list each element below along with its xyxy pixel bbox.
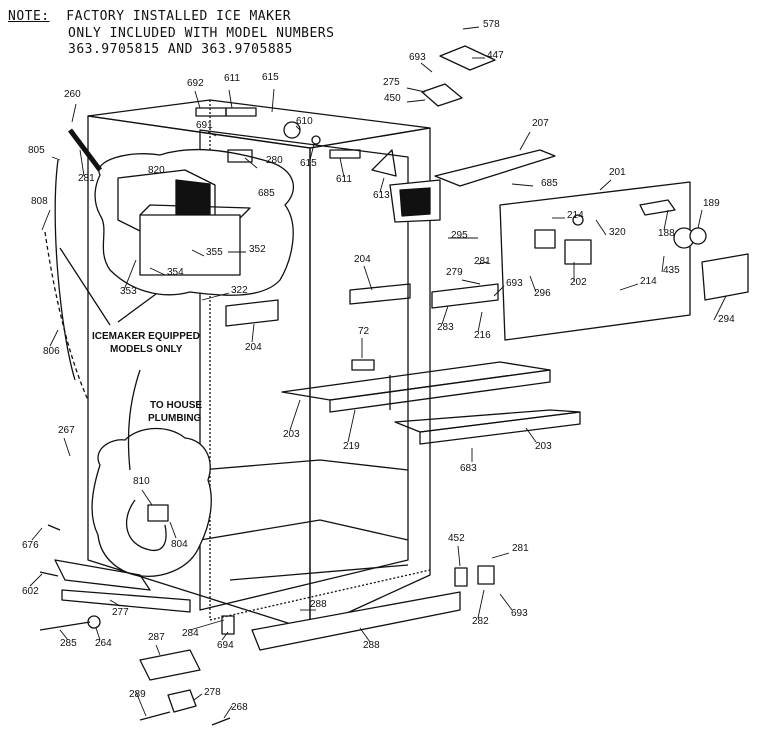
part-number-189: 189 <box>703 198 720 209</box>
shelf-rails <box>225 283 581 445</box>
leader-lines <box>29 26 727 719</box>
part-number-277: 277 <box>112 607 129 618</box>
part-number-202: 202 <box>570 277 587 288</box>
part-number-611-mid: 611 <box>336 174 352 185</box>
part-number-283: 283 <box>437 322 454 333</box>
part-number-676: 676 <box>22 540 39 551</box>
part-number-216: 216 <box>474 330 491 341</box>
part-number-280: 280 <box>266 155 283 166</box>
part-number-201: 201 <box>609 167 626 178</box>
part-number-214-bot: 214 <box>640 276 657 287</box>
factory-note: NOTE: FACTORY INSTALLED ICE MAKER <box>8 9 291 25</box>
part-number-692: 692 <box>187 78 204 89</box>
part-number-267: 267 <box>58 425 75 436</box>
part-number-284: 284 <box>182 628 199 639</box>
part-number-447: 447 <box>487 50 504 61</box>
part-number-labels: 578 447 693 275 450 692 611 615 260 691 610 615 207 8… <box>22 19 735 713</box>
bottom-parts <box>39 524 495 726</box>
part-number-810: 810 <box>133 476 150 487</box>
part-number-320: 320 <box>609 227 626 238</box>
part-number-615-mid: 615 <box>300 158 317 169</box>
icemaker-unit <box>117 169 251 276</box>
part-number-278: 278 <box>204 687 221 698</box>
part-number-204-left: 204 <box>245 342 262 353</box>
part-number-204-right: 204 <box>354 254 371 265</box>
part-number-285: 285 <box>60 638 77 649</box>
part-number-281-bot: 281 <box>512 543 529 554</box>
part-number-694: 694 <box>217 640 234 651</box>
part-number-260: 260 <box>64 89 81 100</box>
tubes <box>44 128 102 401</box>
part-number-289: 289 <box>129 689 146 700</box>
part-number-288-bot: 288 <box>363 640 380 651</box>
part-number-613: 613 <box>373 190 390 201</box>
part-number-72: 72 <box>358 326 370 337</box>
part-number-287: 287 <box>148 632 165 643</box>
part-number-806: 806 <box>43 346 60 357</box>
plumbing-callout: TO HOUSE PLUMBING <box>148 400 202 424</box>
part-number-610: 610 <box>296 116 313 127</box>
note-line-2: ONLY INCLUDED WITH MODEL NUMBERS <box>68 26 335 41</box>
part-number-352: 352 <box>249 244 266 255</box>
part-number-615-top: 615 <box>262 72 279 83</box>
part-number-691: 691 <box>196 120 213 131</box>
part-number-578: 578 <box>483 19 500 30</box>
part-number-322: 322 <box>231 285 248 296</box>
part-number-683: 683 <box>460 463 477 474</box>
damper-assembly <box>389 149 749 341</box>
callout-arrows <box>59 247 157 471</box>
part-number-602: 602 <box>22 586 39 597</box>
icemaker-callout-line-1: ICEMAKER EQUIPPED <box>92 331 200 342</box>
part-number-203-left: 203 <box>283 429 300 440</box>
part-number-296: 296 <box>534 288 551 299</box>
part-number-685-left: 685 <box>258 188 275 199</box>
part-number-693-bot: 693 <box>511 608 528 619</box>
part-number-693-top: 693 <box>409 52 426 63</box>
note-line-3: 363.9705815 AND 363.9705885 <box>68 42 293 57</box>
part-number-203-right: 203 <box>535 441 552 452</box>
part-number-219: 219 <box>343 441 360 452</box>
part-number-288-top: 288 <box>310 599 327 610</box>
part-number-355: 355 <box>206 247 223 258</box>
part-number-808: 808 <box>31 196 48 207</box>
icemaker-callout-line-2: MODELS ONLY <box>110 344 183 355</box>
part-number-188: 188 <box>658 228 675 239</box>
part-number-264: 264 <box>95 638 112 649</box>
part-number-281-mid: 281 <box>474 256 491 267</box>
note-line-1: FACTORY INSTALLED ICE MAKER <box>66 9 292 24</box>
part-number-275: 275 <box>383 77 400 88</box>
plumbing-callout-line-1: TO HOUSE <box>150 400 202 411</box>
part-number-693-mid: 693 <box>506 278 523 289</box>
part-number-452: 452 <box>448 533 465 544</box>
part-number-435: 435 <box>663 265 680 276</box>
part-number-281-left: 281 <box>78 173 95 184</box>
part-number-450: 450 <box>384 93 401 104</box>
part-number-207: 207 <box>532 118 549 129</box>
part-number-294: 294 <box>718 314 735 325</box>
plumbing-detail-outline <box>91 427 212 577</box>
part-number-804: 804 <box>171 539 188 550</box>
icemaker-callout: ICEMAKER EQUIPPED MODELS ONLY <box>92 331 200 355</box>
part-number-282: 282 <box>472 616 489 627</box>
part-number-268: 268 <box>231 702 248 713</box>
top-cover-parts <box>195 45 496 177</box>
part-number-820: 820 <box>148 165 165 176</box>
part-number-354: 354 <box>167 267 184 278</box>
part-number-685-right: 685 <box>541 178 558 189</box>
part-number-279: 279 <box>446 267 463 278</box>
part-number-353: 353 <box>120 286 137 297</box>
part-number-214-top: 214 <box>567 210 584 221</box>
part-number-805: 805 <box>28 145 45 156</box>
part-number-611-top: 611 <box>224 73 240 84</box>
part-number-295: 295 <box>451 230 468 241</box>
plumbing-callout-line-2: PLUMBING <box>148 413 202 424</box>
note-label: NOTE: <box>8 9 50 24</box>
